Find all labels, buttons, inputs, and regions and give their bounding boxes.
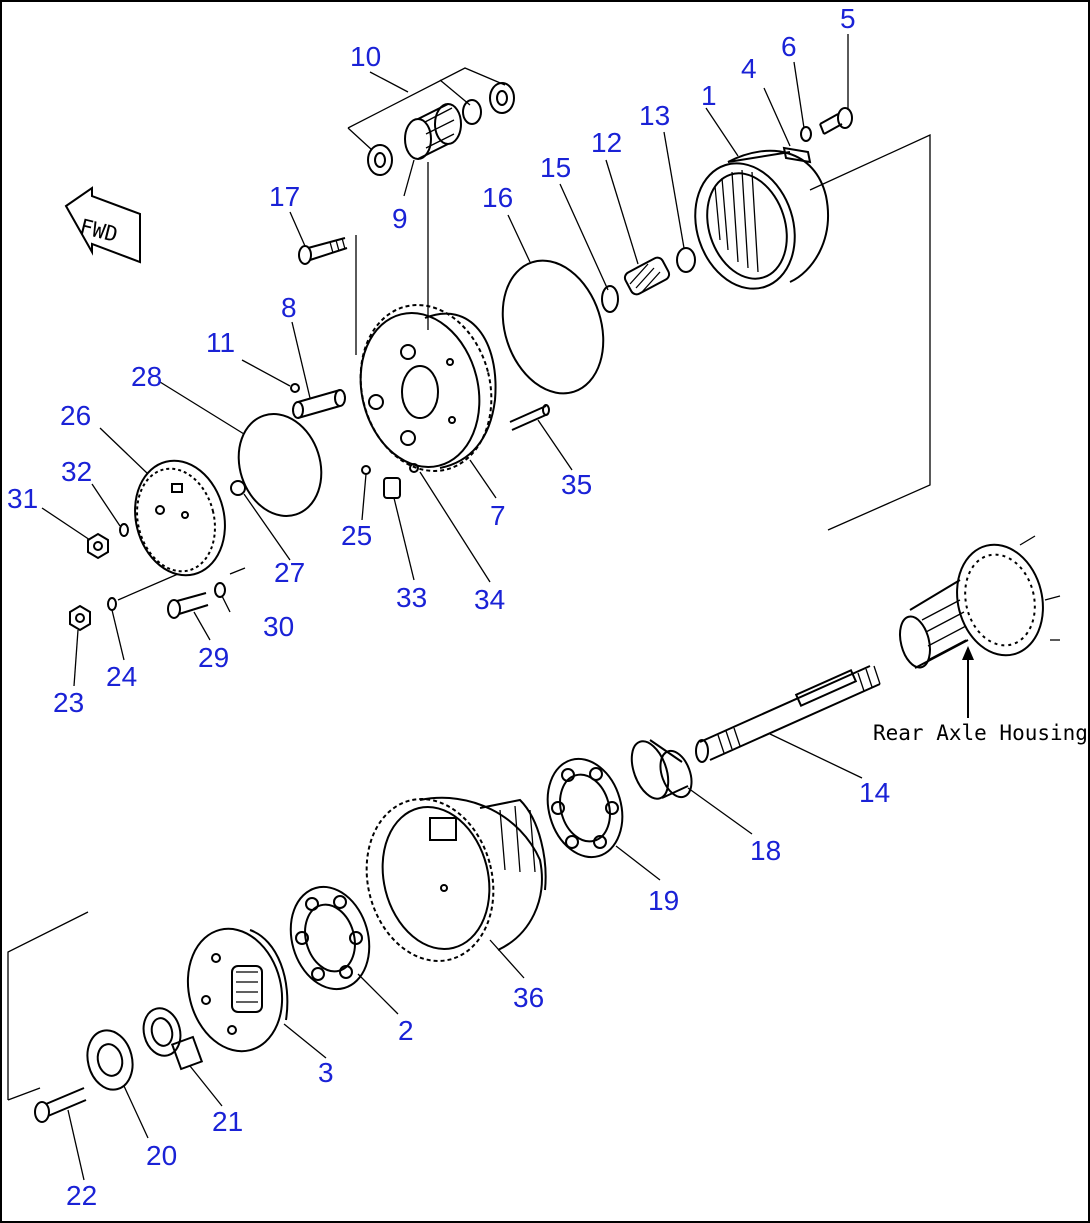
lock-plate-21 (142, 1007, 204, 1071)
part-label-22: 22 (66, 1180, 97, 1211)
part-label-14: 14 (859, 777, 890, 808)
part-label-9: 9 (392, 203, 408, 234)
bearing-10c (489, 82, 515, 114)
plug-27 (230, 480, 246, 496)
bolt-22 (34, 1087, 87, 1123)
bolt-29 (167, 592, 209, 619)
part-label-6: 6 (781, 31, 797, 62)
bearing-race-18 (630, 739, 693, 800)
bearing-group-bracket (347, 67, 506, 129)
flange-3 (186, 927, 289, 1053)
housing-pointer (962, 646, 974, 718)
part-label-31: 31 (7, 483, 38, 514)
o-ring-28 (237, 413, 323, 517)
ball-34 (409, 463, 419, 473)
fwd-label: FWD (77, 214, 120, 246)
bearing-10a (367, 144, 393, 176)
needle-bearing-12 (623, 256, 671, 296)
part-label-7: 7 (490, 500, 506, 531)
housing-label: Rear Axle Housing (873, 721, 1088, 745)
pin-8 (292, 389, 346, 419)
washer-24 (107, 597, 117, 611)
washer-30 (214, 582, 226, 598)
part-number-callouts: 1 2 3 4 5 6 7 8 9 10 11 12 13 14 15 16 1… (7, 3, 890, 1211)
part-label-2: 2 (398, 1015, 414, 1046)
part-label-28: 28 (131, 361, 162, 392)
part-label-36: 36 (513, 982, 544, 1013)
part-label-24: 24 (106, 661, 137, 692)
part-label-4: 4 (741, 53, 757, 84)
part-label-23: 23 (53, 687, 84, 718)
part-label-26: 26 (60, 400, 91, 431)
part-label-12: 12 (591, 127, 622, 158)
rear-axle-housing (899, 535, 1061, 669)
ring-gear (694, 149, 829, 290)
part-label-1: 1 (701, 80, 717, 111)
part-label-15: 15 (540, 152, 571, 183)
block-33 (383, 477, 401, 499)
part-label-10: 10 (350, 41, 381, 72)
axle-shaft-14 (695, 665, 881, 763)
bearing-2 (289, 885, 371, 991)
part-label-30: 30 (263, 611, 294, 642)
pin-35 (509, 404, 550, 431)
part-label-32: 32 (61, 456, 92, 487)
fwd-arrow-sign: FWD (64, 186, 141, 264)
part-label-8: 8 (281, 292, 297, 323)
thrust-washer-13 (676, 247, 696, 273)
part-label-3: 3 (318, 1057, 334, 1088)
pin-25 (361, 465, 371, 475)
washer-6 (800, 126, 812, 142)
part-label-17: 17 (269, 181, 300, 212)
part-label-21: 21 (212, 1106, 243, 1137)
part-label-33: 33 (396, 582, 427, 613)
part-label-29: 29 (198, 642, 229, 673)
part-label-5: 5 (840, 3, 856, 34)
o-ring-16 (501, 259, 605, 395)
bolt-23 (69, 604, 91, 632)
bolt-5 (819, 107, 853, 135)
retainer-20 (86, 1029, 134, 1091)
snap-ring-15 (601, 285, 619, 313)
cover-26 (134, 459, 226, 577)
part-label-16: 16 (482, 182, 513, 213)
upper-assembly-guides (355, 133, 931, 531)
bolt-31 (87, 532, 109, 560)
part-label-11: 11 (206, 327, 235, 358)
part-label-20: 20 (146, 1140, 177, 1171)
part-label-35: 35 (561, 469, 592, 500)
part-label-18: 18 (750, 835, 781, 866)
bolt-17 (298, 237, 348, 265)
lock-plate-4 (782, 146, 812, 164)
part-label-34: 34 (474, 584, 505, 615)
wheel-hub-36 (365, 796, 547, 962)
part-label-25: 25 (341, 520, 372, 551)
washer-32 (119, 523, 129, 537)
leader-lines (41, 34, 863, 1181)
ball-11 (290, 383, 300, 393)
planet-gear-9 (404, 103, 462, 160)
bearing-19 (546, 757, 624, 859)
part-label-19: 19 (648, 885, 679, 916)
planet-carrier-7 (359, 304, 497, 472)
part-label-13: 13 (639, 100, 670, 131)
part-label-27: 27 (274, 557, 305, 588)
lower-assembly-guide (7, 911, 89, 1100)
bearing-10b (462, 99, 482, 125)
